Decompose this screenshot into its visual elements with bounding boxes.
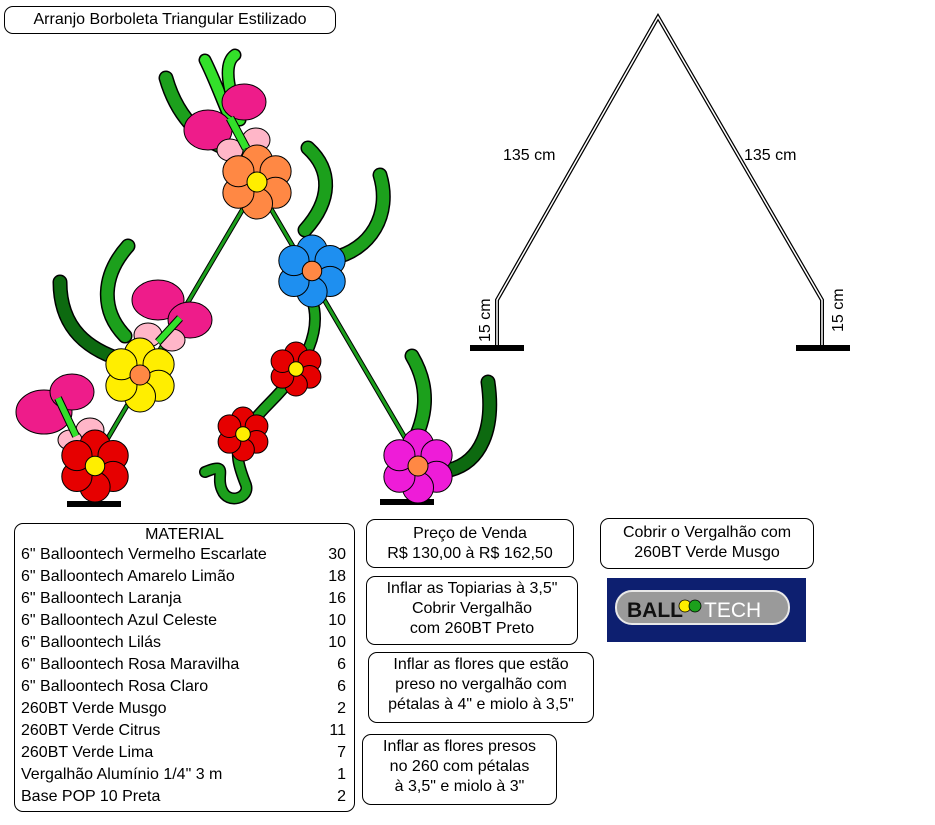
material-item-qty: 10 — [328, 612, 346, 629]
flower-orange — [222, 144, 292, 220]
cobrir-note: Cobrir o Vergalhão com 260BT Verde Musgo — [600, 518, 814, 569]
flower-petal — [383, 439, 416, 472]
material-item: 260BT Verde Citrus 11 — [21, 720, 351, 742]
flower-red-small-2 — [217, 406, 269, 462]
material-item-qty: 10 — [328, 634, 346, 651]
frame-label-left-side: 135 cm — [503, 147, 555, 164]
material-item: 6" Balloontech Vermelho Escarlate 30 — [21, 544, 351, 566]
flower-red-small-1 — [270, 341, 322, 397]
svg-text:TECH: TECH — [704, 599, 761, 622]
flower-blue — [278, 234, 346, 308]
material-item-name: 6" Balloontech Rosa Maravilha — [21, 656, 240, 673]
material-item-qty: 16 — [328, 590, 346, 607]
material-header: MATERIAL — [145, 526, 224, 543]
price-note: Preço de Venda R$ 130,00 à R$ 162,50 — [366, 519, 574, 568]
material-item-name: 6" Balloontech Amarelo Limão — [21, 568, 235, 585]
butterfly-middle — [131, 279, 213, 352]
material-item-name: 260BT Verde Lima — [21, 744, 154, 761]
material-item-qty: 2 — [337, 700, 346, 717]
flower-center — [407, 455, 429, 477]
frame-label-left-leg: 15 cm — [477, 298, 494, 342]
material-item-qty: 18 — [328, 568, 346, 585]
butterfly-bottom — [15, 373, 105, 451]
material-item-qty: 7 — [337, 744, 346, 761]
logo-graphic: BALL TECH — [615, 590, 790, 625]
flower-petal — [270, 349, 295, 374]
material-item-name: Vergalhão Alumínio 1/4" 3 m — [21, 766, 223, 783]
material-item-name: Base POP 10 Preta — [21, 788, 161, 805]
material-item-name: 260BT Verde Citrus — [21, 722, 161, 739]
frame-base-left — [470, 345, 524, 351]
frame-base-right — [796, 345, 850, 351]
material-item-name: 6" Balloontech Laranja — [21, 590, 182, 607]
material-item-name: 260BT Verde Musgo — [21, 700, 167, 717]
material-list: MATERIAL 6" Balloontech Vermelho Escarla… — [14, 523, 355, 812]
frame-dimension-drawing: 135 cm 135 cm 15 cm 15 cm — [470, 12, 850, 351]
flower-petal — [278, 244, 310, 277]
flower-center — [288, 361, 304, 377]
flower-red-bottom-left — [61, 429, 129, 503]
material-item-qty: 30 — [328, 546, 346, 563]
flower-petal — [222, 155, 255, 188]
svg-text:BALL: BALL — [627, 599, 683, 622]
material-item: 260BT Verde Lima 7 — [21, 742, 351, 764]
material-item-qty: 2 — [337, 788, 346, 805]
material-item-qty: 6 — [337, 656, 346, 673]
material-item: 6" Balloontech Amarelo Limão 18 — [21, 566, 351, 588]
balloontech-logo: BALL TECH — [607, 578, 806, 642]
material-item: 6" Balloontech Azul Celeste 10 — [21, 610, 351, 632]
frame-label-right-side: 135 cm — [744, 147, 796, 164]
base-left — [67, 501, 121, 507]
material-item-name: 6" Balloontech Lilás — [21, 634, 161, 651]
material-item: 6" Balloontech Laranja 16 — [21, 588, 351, 610]
flower-center — [246, 171, 268, 193]
material-item: 6" Balloontech Rosa Maravilha 6 — [21, 654, 351, 676]
flower-magenta — [383, 428, 453, 504]
flower-yellow — [105, 337, 175, 413]
flower-petal — [61, 439, 93, 472]
flower-center — [84, 455, 106, 477]
flower-petal — [217, 414, 242, 439]
flower-center — [301, 260, 323, 282]
material-item-qty: 6 — [337, 678, 346, 695]
material-item: 6" Balloontech Lilás 10 — [21, 632, 351, 654]
material-item-qty: 11 — [329, 722, 346, 739]
base-right — [380, 499, 434, 505]
flores-vergalhao-note: Inflar as flores que estão preso no verg… — [368, 652, 594, 723]
frame-label-right-leg: 15 cm — [830, 288, 847, 332]
material-item-qty: 1 — [337, 766, 346, 783]
flower-center — [235, 426, 251, 442]
flores-260-note: Inflar as flores presos no 260 com pétal… — [362, 734, 557, 805]
material-item: 6" Balloontech Rosa Claro 6 — [21, 676, 351, 698]
flower-center — [129, 364, 151, 386]
material-item: Vergalhão Alumínio 1/4" 3 m 1 — [21, 764, 351, 786]
topiaria-note: Inflar as Topiarias à 3,5" Cobrir Vergal… — [366, 576, 578, 645]
material-item: Base POP 10 Preta 2 — [21, 786, 351, 808]
page-title: Arranjo Borboleta Triangular Estilizado — [4, 6, 336, 34]
material-item-name: 6" Balloontech Azul Celeste — [21, 612, 218, 629]
material-item: 260BT Verde Musgo 2 — [21, 698, 351, 720]
material-item-name: 6" Balloontech Vermelho Escarlate — [21, 546, 267, 563]
material-item-name: 6" Balloontech Rosa Claro — [21, 678, 209, 695]
flower-petal — [105, 348, 138, 381]
